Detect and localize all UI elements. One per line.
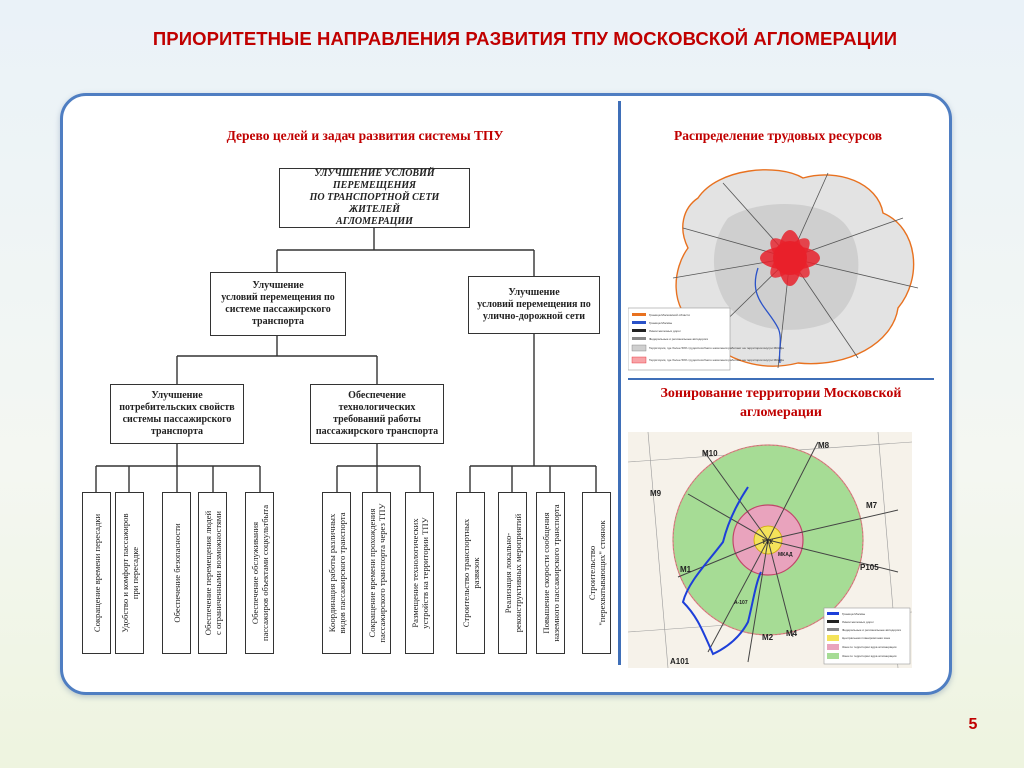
tree-task-leaf: Реализация локально- реконструктивных ме…	[498, 492, 527, 654]
legend-item: Линии железных дорог	[649, 329, 681, 333]
legend-item: Территория, где более 50% трудоспособног…	[649, 346, 784, 350]
highway-label: M9	[650, 489, 662, 498]
labor-map-title: Распределение трудовых ресурсов	[673, 128, 883, 143]
highway-label: M7	[866, 501, 878, 510]
highway-label: A101	[670, 657, 690, 666]
zoning-map-title: Зонирование территории Московской агломе…	[660, 386, 902, 420]
page-number: 5	[968, 716, 978, 733]
tree-goal-technological-requirements: Обеспечение технологических требований р…	[310, 384, 444, 444]
legend-item: Линии железных дорог	[842, 620, 874, 624]
zoning-map: M10 M8 M9 M7 M1 P105 M2 M4 A101 ТТК МКАД…	[628, 432, 912, 668]
tree-task-label: Строительство "перехватывающих" стоянок	[586, 520, 607, 626]
tree-task-leaf: Сокращение времени прохождения пассажирс…	[362, 492, 391, 654]
tree-task-leaf: Удобство и комфорт пассажиров при переса…	[115, 492, 144, 654]
tree-task-label: Реализация локально- реконструктивных ме…	[502, 513, 523, 633]
tree-task-leaf: Обеспечение безопасности	[162, 492, 191, 654]
slide-title: ПРИОРИТЕТНЫЕ НАПРАВЛЕНИЯ РАЗВИТИЯ ТПУ МО…	[152, 28, 898, 49]
tree-task-label: Обеспечение безопасности	[171, 523, 182, 623]
legend-item: Зона по территории ядра агломерации	[842, 645, 897, 649]
legend-item: Центральная планировочная зона	[842, 636, 890, 640]
highway-label: ТТК	[762, 540, 773, 546]
moscow-border-line	[681, 486, 762, 656]
labor-core-zone	[760, 230, 820, 286]
legend-item: Граница Москвы	[649, 321, 672, 325]
legend-item: Территория, где более 50% трудоспособног…	[649, 358, 784, 362]
tree-task-label: Сокращение времени прохождения пассажирс…	[366, 503, 387, 643]
highway-label: M1	[680, 565, 692, 574]
tree-goal-consumer-properties: Улучшение потребительских свойств систем…	[110, 384, 244, 444]
legend-item: Федеральные и региональные автодороги	[649, 337, 708, 341]
tree-task-leaf: Повышение скорости сообщения наземного п…	[536, 492, 565, 654]
labor-distribution-map: Граница Московской области Граница Москв…	[628, 158, 934, 374]
tree-connectors	[95, 228, 597, 492]
tree-task-label: Обеспечение обслуживания пассажиров объе…	[249, 504, 270, 642]
moscow-border-line	[754, 267, 781, 364]
tree-task-leaf: Обеспечение обслуживания пассажиров объе…	[245, 492, 274, 654]
legend-item: Зона по территории ядра агломерации	[842, 654, 897, 658]
tree-task-leaf: Обеспечение перемещения людей с ограниче…	[198, 492, 227, 654]
tree-task-label: Удобство и комфорт пассажиров при переса…	[119, 513, 140, 633]
tree-task-label: Размещение технологических устройств на …	[409, 517, 430, 629]
tree-task-label: Координация работы различных видов пасса…	[326, 512, 347, 634]
highway-label: M4	[786, 629, 798, 638]
tree-task-leaf: Сокращение времени пересадки	[82, 492, 111, 654]
tree-task-leaf: Координация работы различных видов пасса…	[322, 492, 351, 654]
highway-label: А-107	[734, 600, 748, 606]
legend-item: Федеральные и региональные автодороги	[842, 628, 901, 632]
highway-label: M10	[702, 449, 718, 458]
tree-task-label: Повышение скорости сообщения наземного п…	[540, 504, 561, 642]
tree-goal-road-network: Улучшение условий перемещения по улично-…	[468, 276, 600, 334]
highway-label: P105	[860, 563, 879, 572]
tree-task-label: Строительство транспортных развязок	[460, 518, 481, 628]
tree-root-goal: УЛУЧШЕНИЕ УСЛОВИЙ ПЕРЕМЕЩЕНИЯ ПО ТРАНСПО…	[279, 168, 470, 228]
legend-item: Граница Московской области	[649, 313, 690, 317]
tree-task-leaf: Строительство "перехватывающих" стоянок	[582, 492, 611, 654]
tree-subtitle: Дерево целей и задач развития системы ТП…	[226, 128, 504, 143]
legend-item: Граница Москвы	[842, 612, 865, 616]
highway-label: M2	[762, 633, 774, 642]
highway-label: МКАД	[778, 552, 793, 558]
map-separator	[628, 378, 934, 380]
tree-task-leaf: Строительство транспортных развязок	[456, 492, 485, 654]
tree-task-label: Сокращение времени пересадки	[91, 513, 102, 633]
tree-goal-public-transport: Улучшение условий перемещения по системе…	[210, 272, 346, 336]
tree-task-label: Обеспечение перемещения людей с ограниче…	[202, 510, 223, 636]
tree-task-leaf: Размещение технологических устройств на …	[405, 492, 434, 654]
highway-label: M8	[818, 441, 830, 450]
panel-divider	[618, 101, 621, 665]
